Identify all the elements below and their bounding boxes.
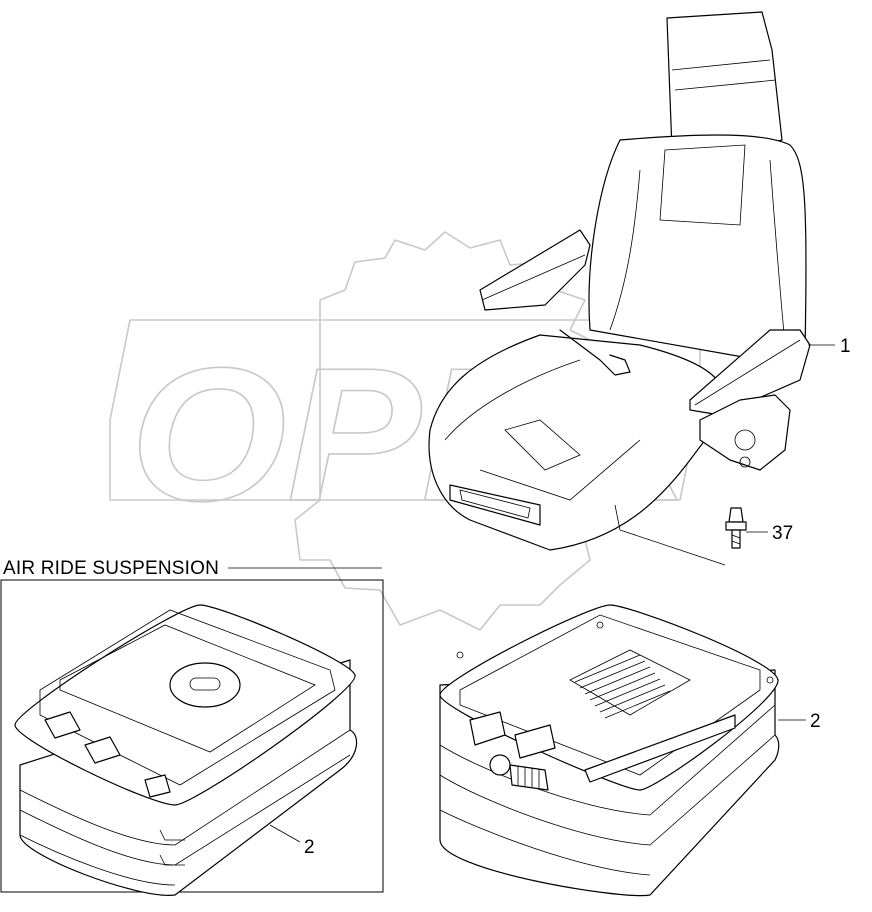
callout-2-right: 2	[810, 711, 821, 732]
left-armrest	[479, 229, 591, 311]
seat-backrest	[588, 134, 807, 361]
suspension-right	[439, 604, 780, 897]
suspension-left	[14, 604, 358, 896]
right-armrest	[689, 329, 811, 416]
callout-1: 1	[840, 336, 851, 357]
callout-2-left: 2	[304, 837, 315, 858]
operator-seat	[428, 11, 811, 566]
seat-side-controls	[699, 394, 791, 471]
mounting-bolt	[725, 507, 747, 549]
callout-leader-2-left	[269, 824, 301, 843]
air-ride-suspension-frame	[0, 579, 384, 893]
callout-37: 37	[772, 523, 793, 544]
callouts: 1 37 2 2	[269, 336, 851, 858]
spring-coils	[569, 649, 691, 716]
section-title: AIR RIDE SUSPENSION	[3, 558, 219, 579]
seat-belt	[559, 329, 631, 376]
